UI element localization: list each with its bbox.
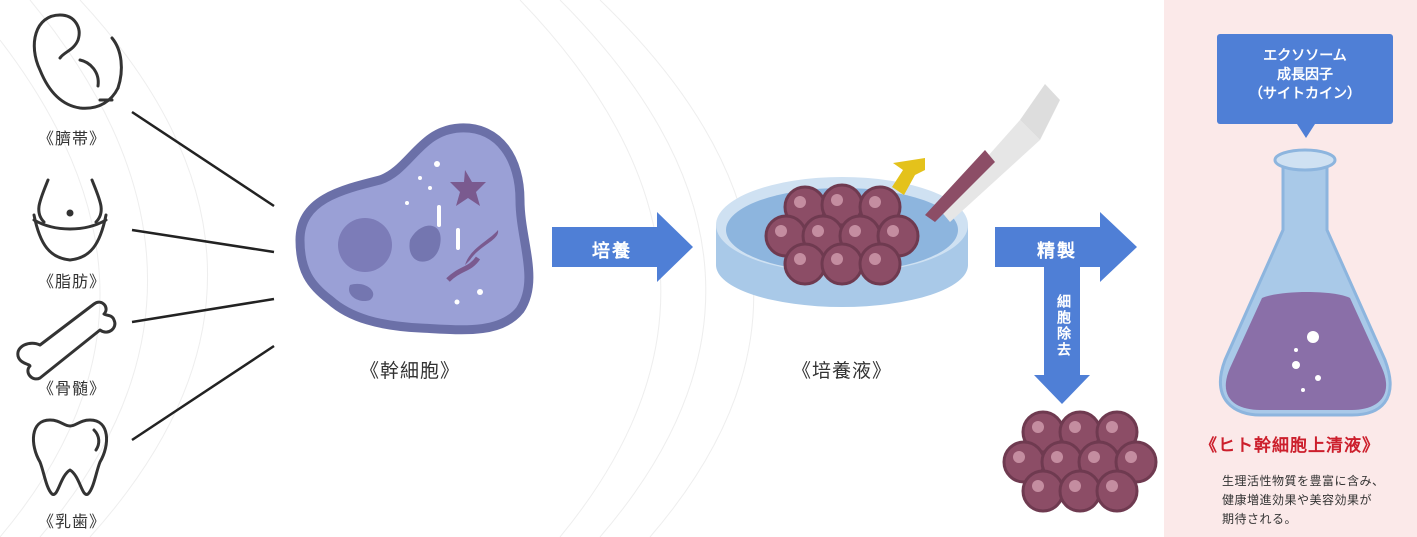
culture-arrow (552, 212, 693, 282)
tooth-icon (31, 418, 109, 496)
petri-dish-icon (716, 84, 1060, 307)
callout-line-cytokine: （サイトカイン） (1249, 86, 1361, 102)
callout-line-exosome: エクソソーム (1263, 48, 1347, 64)
bone-icon (16, 300, 117, 381)
callout-line-growth-factor: 成長因子 (1277, 67, 1333, 83)
abdomen-icon (32, 178, 108, 262)
result-desc-line-3: 期待される。 (1222, 512, 1298, 526)
result-title: 《ヒト幹細胞上清液》 (1200, 436, 1380, 456)
remove-step-label: 細胞除去 (1055, 294, 1071, 358)
purify-arrow (995, 212, 1137, 404)
stem-cell-icon (295, 123, 534, 335)
source-label-marrow: 《骨髄》 (37, 379, 107, 398)
source-label-tooth: 《乳歯》 (37, 512, 107, 531)
culture-step-label: 培養 (592, 241, 632, 262)
cell-cluster (764, 183, 920, 286)
source-label-umbilical: 《臍帯》 (37, 129, 107, 148)
culture-medium-label: 《培養液》 (791, 360, 893, 382)
removed-cells-icon (1002, 410, 1158, 513)
source-lines (131, 110, 275, 442)
components-callout: エクソソーム 成長因子 （サイトカイン） (1217, 34, 1393, 138)
source-label-fat: 《脂肪》 (37, 272, 107, 291)
stem-cell-label: 《幹細胞》 (359, 360, 461, 382)
result-description: 生理活性物質を豊富に含み、 健康増進効果や美容効果が 期待される。 (1222, 472, 1402, 529)
purify-step-label: 精製 (1037, 241, 1077, 262)
flask-icon (1218, 148, 1392, 417)
result-desc-line-1: 生理活性物質を豊富に含み、 (1222, 474, 1385, 488)
fetus-icon (32, 13, 123, 110)
result-desc-line-2: 健康増進効果や美容効果が (1222, 493, 1373, 507)
